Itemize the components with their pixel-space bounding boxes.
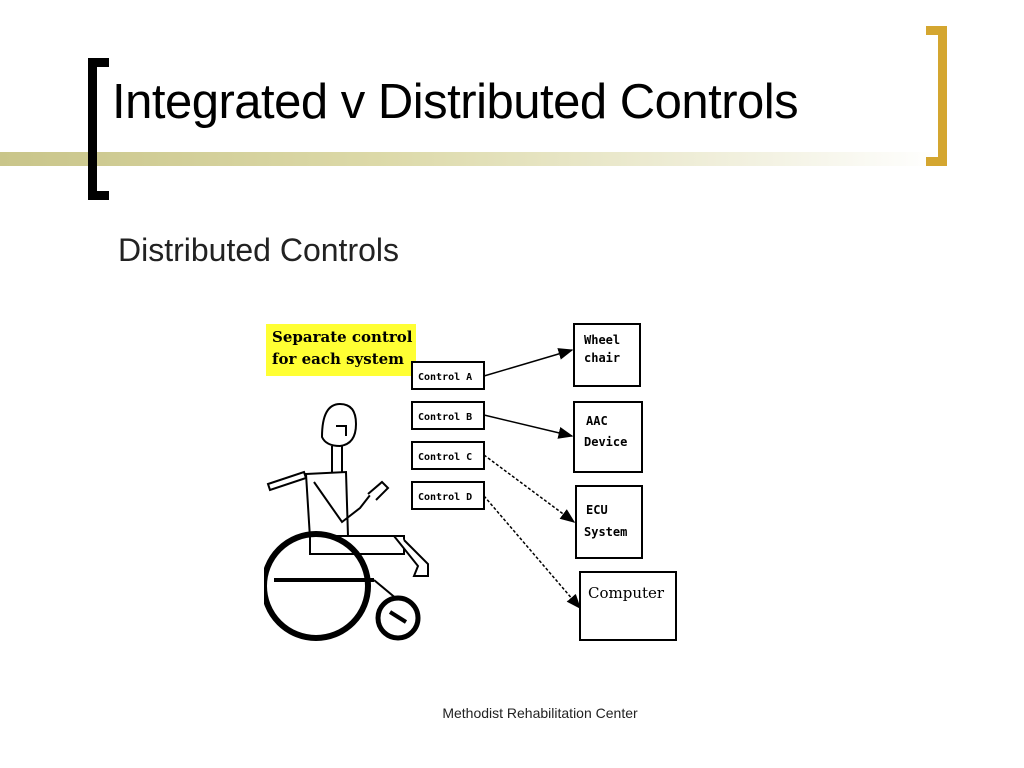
- arrow-control-c-to-ecu: [483, 454, 576, 523]
- device-label-wheelchair-2: chair: [584, 351, 620, 365]
- control-label-b: Control B: [418, 412, 472, 423]
- hand-outline: [367, 480, 390, 501]
- control-box-c: Control C: [411, 441, 485, 470]
- device-box-aac: AAC Device: [573, 401, 643, 473]
- small-wheel: [375, 595, 421, 641]
- title-rule: [0, 152, 940, 166]
- device-label-ecu-1: ECU: [586, 503, 608, 517]
- device-box-ecu: ECU System: [575, 485, 643, 559]
- torso-outline: [304, 470, 350, 540]
- front-strut: [373, 579, 399, 601]
- large-wheel: [264, 531, 371, 641]
- face-detail: [336, 425, 347, 436]
- device-label-ecu-2: System: [584, 525, 627, 539]
- arrow-control-b-to-aac: [483, 414, 574, 439]
- control-box-b: Control B: [411, 401, 485, 430]
- distributed-controls-diagram: Separate control for each system Control…: [264, 322, 692, 644]
- lower-leg: [393, 535, 429, 577]
- device-box-wheelchair: Wheel chair: [573, 323, 641, 387]
- arrow-control-d-to-computer: [483, 495, 581, 610]
- subheading: Distributed Controls: [118, 232, 399, 268]
- arrow-control-a-to-wheelchair: [483, 348, 574, 377]
- device-label-aac-1: AAC: [586, 414, 608, 428]
- small-wheel-hub: [388, 610, 408, 624]
- callout-line-1: Separate control: [272, 328, 413, 346]
- wheelchair-user-figure: [264, 402, 429, 641]
- control-box-d: Control D: [411, 481, 485, 510]
- control-box-a: Control A: [411, 361, 485, 390]
- control-label-a: Control A: [418, 372, 472, 383]
- control-label-c: Control C: [418, 452, 472, 463]
- right-bracket-ornament: [926, 26, 947, 166]
- slide-title: Integrated v Distributed Controls: [112, 75, 799, 129]
- seat-and-thigh: [309, 535, 405, 555]
- arm-outline: [313, 481, 375, 524]
- callout-highlight: [266, 324, 416, 376]
- device-box-computer: Computer: [579, 571, 677, 641]
- callout-line-2: for each system: [272, 350, 404, 368]
- device-label-computer: Computer: [588, 584, 665, 602]
- device-label-wheelchair-1: Wheel: [584, 333, 620, 347]
- footer-text: Methodist Rehabilitation Center: [442, 705, 638, 721]
- device-label-aac-2: Device: [584, 435, 627, 449]
- control-label-d: Control D: [418, 492, 472, 503]
- left-bracket-ornament: [88, 58, 109, 200]
